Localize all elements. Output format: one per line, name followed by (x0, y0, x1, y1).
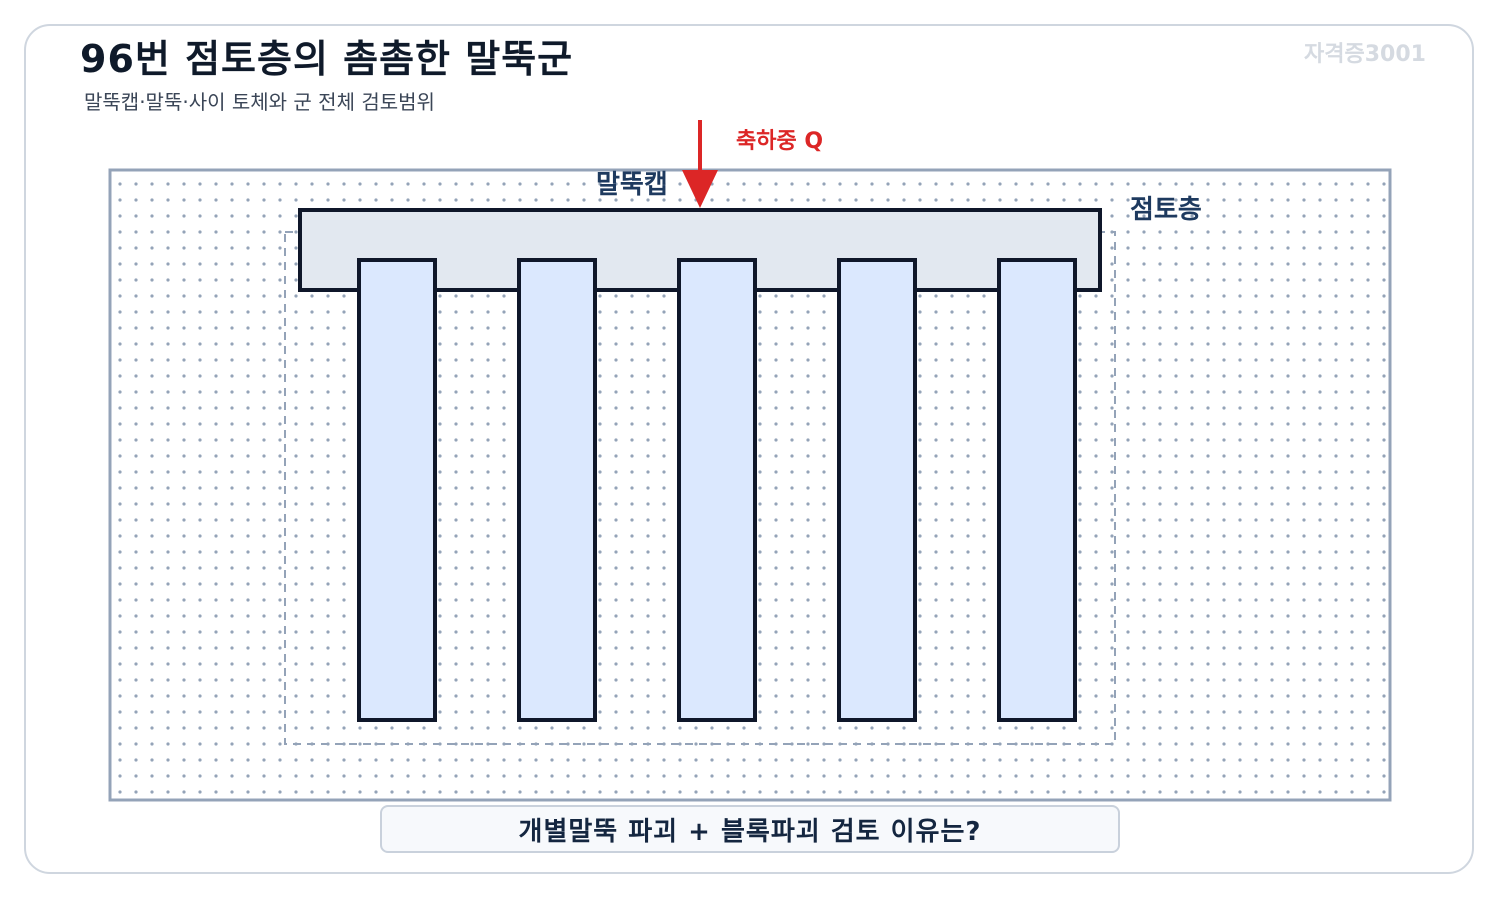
pile-3 (677, 258, 757, 722)
cap-label: 말뚝캡 (596, 170, 668, 200)
block-failure-boundary (284, 231, 1116, 745)
load-label: 축하중 Q (736, 129, 823, 154)
page-subtitle: 말뚝캡·말뚝·사이 토체와 군 전체 검토범위 (84, 90, 435, 114)
question-box[interactable]: 개별말뚝 파괴 + 블록파괴 검토 이유는? (380, 805, 1120, 853)
pile-5 (997, 258, 1077, 722)
page-title: 96번 점토층의 촘촘한 말뚝군 (80, 37, 574, 81)
pile-1 (357, 258, 437, 722)
pile-2 (517, 258, 597, 722)
piles-front (357, 258, 1077, 722)
pile-4 (837, 258, 917, 722)
watermark-tag: 자격증3001 (1304, 42, 1426, 67)
load-arrow-head (682, 170, 718, 208)
soil-label: 점토층 (1130, 195, 1202, 225)
